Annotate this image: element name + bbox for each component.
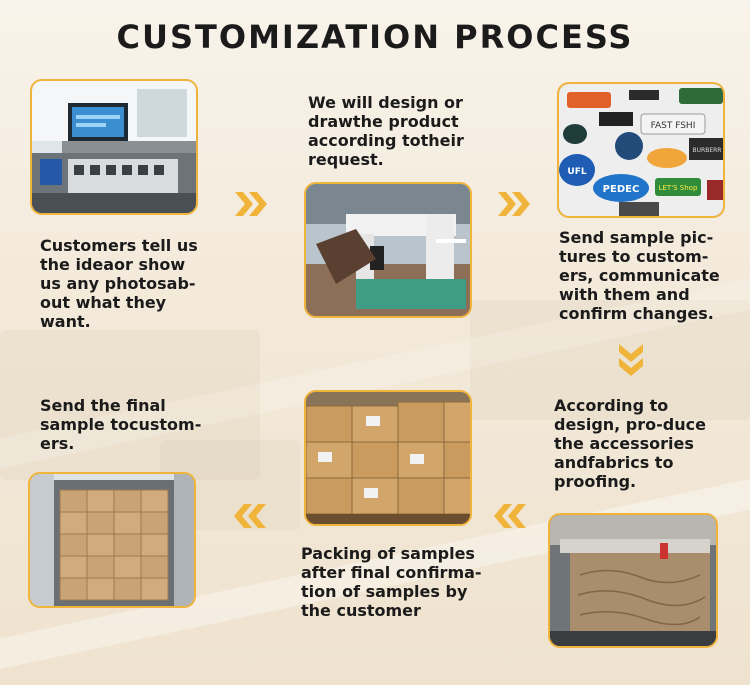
patch-label-d: PEDEC bbox=[603, 184, 640, 195]
page-title: CUSTOMIZATION PROCESS bbox=[116, 18, 634, 56]
step-1-caption: Customers tell us the ideaor show us any… bbox=[40, 236, 198, 331]
sewing-machine-photo bbox=[304, 182, 472, 318]
step-2-caption: We will design or drawthe product accord… bbox=[308, 93, 464, 169]
patch-label-e: LET'S Shop bbox=[659, 184, 698, 192]
patch-label-b: FAST FSHI bbox=[651, 121, 696, 131]
step-4-caption: According to design, pro-duce the access… bbox=[554, 396, 706, 491]
chevron-right-icon bbox=[233, 190, 269, 218]
office-electronics-photo bbox=[30, 79, 198, 215]
step-6-caption: Send the final sample tocustom- ers. bbox=[40, 396, 202, 453]
shipping-container-photo bbox=[28, 472, 196, 608]
chevron-left-icon bbox=[492, 502, 528, 530]
step-5-caption: Packing of samples after final confirma-… bbox=[301, 544, 482, 620]
patch-label-f: UFL bbox=[567, 167, 586, 177]
patches-samples-photo: FAST FSHI BURBERR UFL PEDEC LET'S Shop bbox=[557, 82, 725, 218]
laser-cutter-photo bbox=[548, 513, 718, 648]
boxes-warehouse-photo bbox=[304, 390, 472, 526]
patch-label-c: BURBERR bbox=[693, 147, 722, 154]
step-3-caption: Send sample pic- tures to custom- ers, c… bbox=[559, 228, 720, 323]
chevron-left-icon bbox=[232, 502, 268, 530]
chevron-down-icon bbox=[617, 342, 645, 378]
chevron-right-icon bbox=[496, 190, 532, 218]
